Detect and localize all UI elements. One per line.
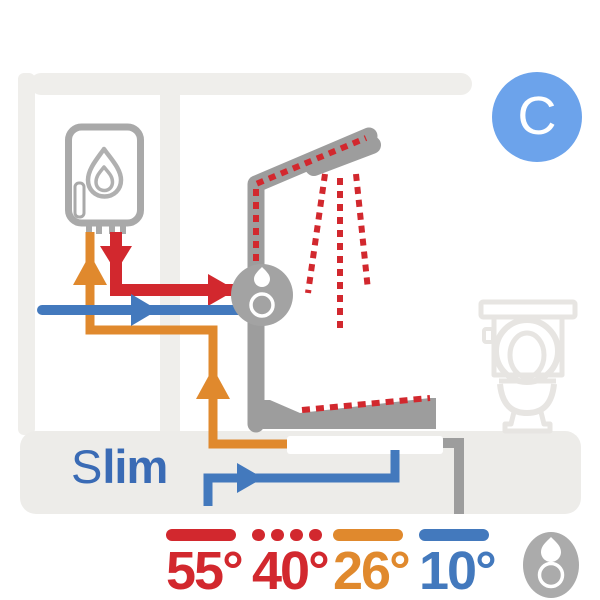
flow-arrow-right: [208, 274, 236, 306]
control-unit-icon: [523, 532, 579, 598]
column-flow-dashes: [253, 135, 368, 261]
legend-line-solid-orange: [333, 529, 403, 541]
cold-water-pipe: [37, 294, 248, 326]
legend-line-solid-blue: [419, 529, 489, 541]
shower-spray: [305, 173, 328, 294]
water-heater-icon: [65, 123, 144, 234]
mixer-control-icon: [231, 264, 293, 326]
shower-spray: [353, 173, 371, 291]
heater-handle: [73, 181, 86, 219]
brand-logo: C: [492, 72, 582, 162]
legend-line-solid-red: [166, 529, 236, 541]
preheated-water-pipe: [73, 232, 287, 449]
legend-label-10: 10°: [419, 541, 497, 600]
heat-exchanger-unit: [287, 436, 443, 454]
legend-item-40: 40°: [252, 529, 330, 600]
tray-flow-dashes: [301, 395, 431, 413]
legend-label-55: 55°: [166, 541, 244, 600]
drain-pipe: [439, 438, 464, 514]
flame-icon: [85, 146, 124, 199]
legend-item-10: 10°: [419, 529, 497, 600]
brand-letter: C: [517, 86, 557, 146]
shower-tray: [263, 398, 436, 429]
water-drop-icon: [541, 537, 561, 562]
ceiling: [30, 73, 472, 95]
flow-arrow-up: [196, 368, 230, 399]
left-wall: [18, 73, 35, 435]
flow-arrow-right: [131, 294, 158, 326]
legend-label-26: 26°: [333, 541, 411, 600]
shower-head-icon: [305, 136, 381, 176]
flow-arrow-up: [73, 254, 107, 285]
cold-water-feed-pipe: [203, 450, 400, 506]
heater-connectors: [86, 222, 126, 234]
product-logo-part2: lim: [102, 440, 168, 493]
product-logo-part1: S: [71, 440, 103, 493]
legend-label-40: 40°: [252, 541, 330, 600]
hot-water-pipe: [100, 232, 236, 306]
water-drop-icon: [254, 267, 270, 287]
dial-ring-icon: [249, 292, 275, 318]
shower-water-flow: [253, 135, 431, 413]
legend-item-26: 26°: [333, 529, 411, 600]
flow-arrow-right: [237, 463, 263, 493]
legend-line-dashed-red: [252, 529, 330, 541]
legend-item-55: 55°: [166, 529, 244, 600]
flow-arrow-down: [100, 246, 132, 272]
dial-ring-icon: [537, 561, 565, 589]
toilet-icon: [478, 299, 578, 434]
partition-wall: [160, 73, 180, 433]
